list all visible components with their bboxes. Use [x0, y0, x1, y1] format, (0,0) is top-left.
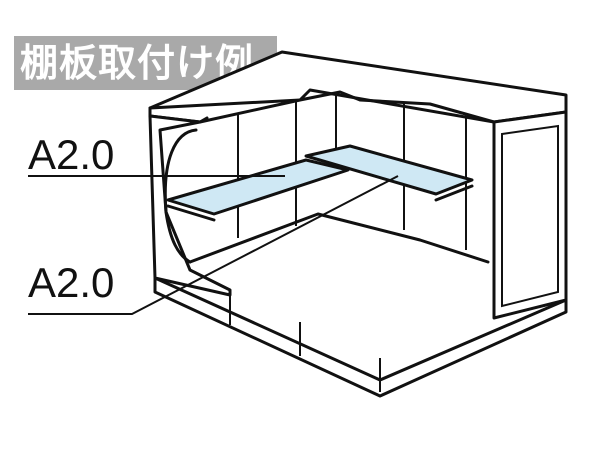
callout-label-lower-shelf: A2.0: [28, 259, 115, 306]
back-wall-top-edge: [198, 90, 496, 124]
roof-slab: [148, 50, 568, 124]
left-wall: [148, 114, 232, 297]
left-inner-curve: [163, 128, 198, 264]
shelf-left-board: [166, 158, 350, 216]
shelf-left-front-edge: [166, 204, 216, 222]
diagram-title: 棚板取付け例: [14, 36, 277, 90]
floor-back-edge: [188, 212, 490, 264]
door-frame: [501, 124, 559, 308]
right-wall: [492, 110, 568, 320]
leader-line-lower: [28, 175, 399, 315]
shelf-right-board: [304, 144, 474, 196]
callout-label-upper-shelf: A2.0: [28, 131, 115, 178]
shelf-right-front-edge: [434, 184, 474, 202]
